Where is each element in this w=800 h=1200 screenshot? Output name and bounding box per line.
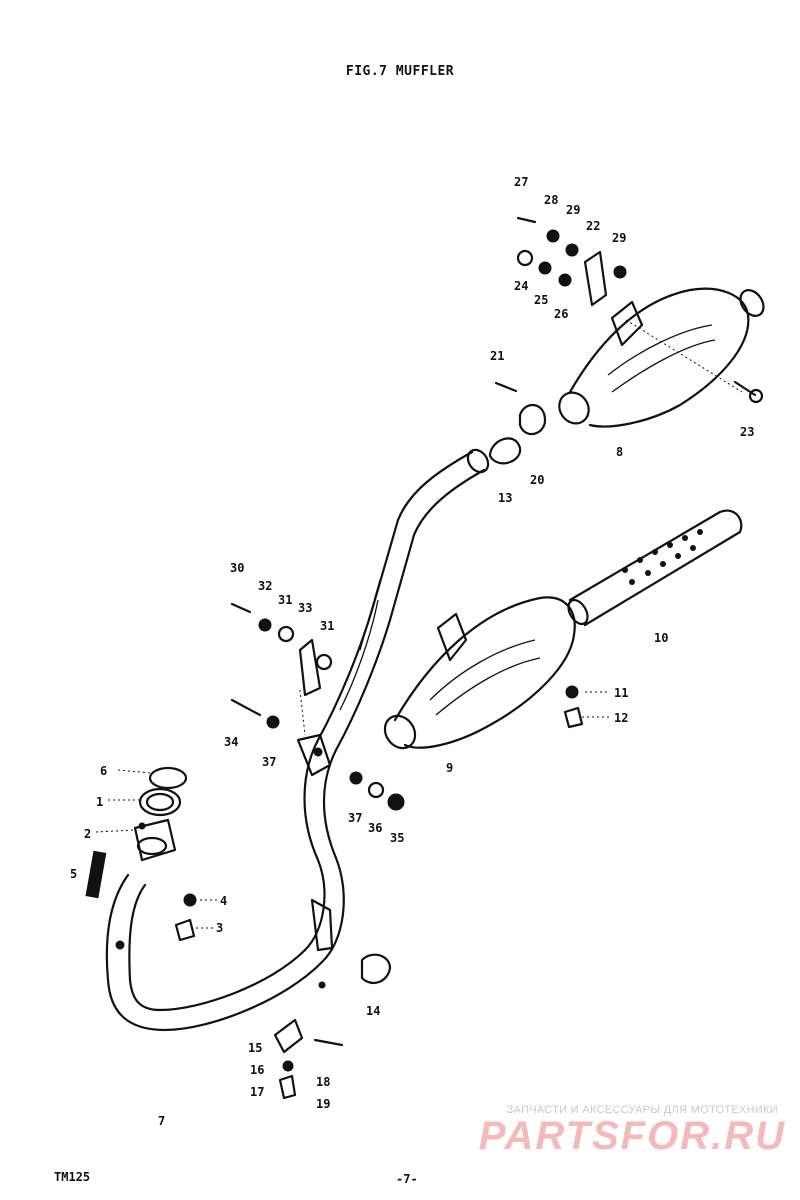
callout-31-b: 31 xyxy=(320,619,334,633)
callout-11: 11 xyxy=(614,686,628,700)
callout-10: 10 xyxy=(654,631,668,645)
callout-19: 19 xyxy=(316,1097,330,1111)
callout-5: 5 xyxy=(70,867,77,881)
callout-36: 36 xyxy=(368,821,382,835)
callout-9: 9 xyxy=(446,761,453,775)
callout-15: 15 xyxy=(248,1041,262,1055)
callout-3: 3 xyxy=(216,921,223,935)
watermark-logo: PARTSFOR.RU xyxy=(478,1114,786,1158)
leader-lines xyxy=(95,689,610,929)
tailpipe xyxy=(567,509,743,627)
callout-34: 34 xyxy=(224,735,238,749)
exhaust-flange-parts xyxy=(133,766,188,862)
callout-8: 8 xyxy=(616,445,623,459)
callout-6: 6 xyxy=(100,764,107,778)
callout-35-a: 35 xyxy=(390,831,404,845)
callout-21: 21 xyxy=(490,349,504,363)
callout-29-b: 29 xyxy=(612,231,626,245)
callout-2: 2 xyxy=(84,827,91,841)
page-number: -7- xyxy=(396,1172,418,1186)
callout-25: 25 xyxy=(534,293,548,307)
callout-23: 23 xyxy=(740,425,754,439)
watermark-tagline: ЗАПЧАСТИ И АКСЕССУАРЫ ДЛЯ МОТОТЕХНИКИ xyxy=(506,1104,778,1116)
callout-24: 24 xyxy=(514,279,528,293)
figure-title: FIG.7 MUFFLER xyxy=(345,64,455,79)
callout-16: 16 xyxy=(250,1063,264,1077)
callout-30: 30 xyxy=(230,561,244,575)
exhaust-pipe xyxy=(105,448,490,1032)
callout-13: 13 xyxy=(498,491,512,505)
callout-14: 14 xyxy=(366,1004,380,1018)
callout-1: 1 xyxy=(96,795,103,809)
callout-22: 22 xyxy=(586,219,600,233)
callout-26: 26 xyxy=(554,307,568,321)
callout-12: 12 xyxy=(614,711,628,725)
callout-32: 32 xyxy=(258,579,272,593)
callout-labels: 1 2 3 4 5 6 7 8 9 10 11 12 13 14 15 16 1… xyxy=(70,175,754,1128)
callout-17: 17 xyxy=(250,1085,264,1099)
callout-37-a: 37 xyxy=(348,811,362,825)
callout-37-b: 37 xyxy=(262,755,276,769)
callout-31-a: 31 xyxy=(278,593,292,607)
callout-18: 18 xyxy=(316,1075,330,1089)
fasteners xyxy=(85,216,764,1100)
muffler-upper xyxy=(558,287,765,428)
callout-4: 4 xyxy=(220,894,227,908)
callout-29-a: 29 xyxy=(566,203,580,217)
callout-7: 7 xyxy=(158,1114,165,1128)
muffler-lower xyxy=(383,596,576,750)
callout-33: 33 xyxy=(298,601,312,615)
callout-27: 27 xyxy=(514,175,528,189)
model-code: TM125 xyxy=(54,1170,91,1184)
callout-20: 20 xyxy=(530,473,544,487)
callout-28: 28 xyxy=(544,193,558,207)
